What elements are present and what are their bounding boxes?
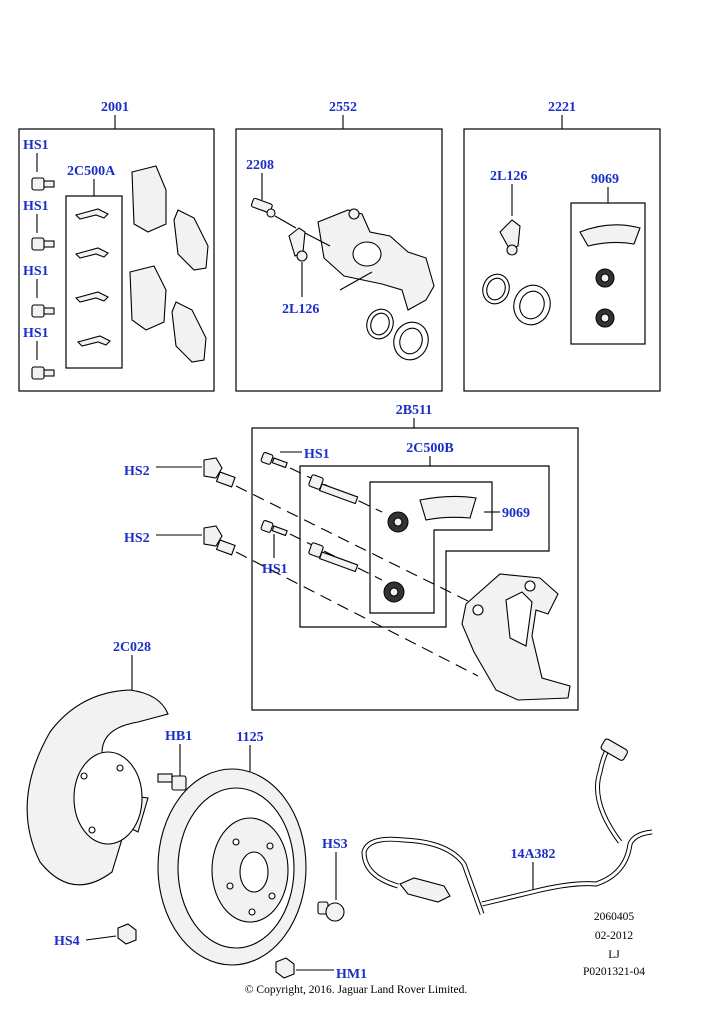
label-14a382: 14A382 xyxy=(510,847,555,862)
copyright-notice: © Copyright, 2016. Jaguar Land Rover Lim… xyxy=(245,984,468,996)
label-hs1-f: HS1 xyxy=(262,562,288,577)
diagram-code: 2060405 xyxy=(594,911,635,923)
bolt-hs1-b xyxy=(31,237,55,251)
bolt-hs2-a xyxy=(203,457,236,488)
caliper-carrier-bracket xyxy=(461,573,571,701)
kit-2001-group: 2001 HS1 HS1 HS1 HS1 2C500A xyxy=(18,100,215,392)
splash-shield-group: 2C028 HS4 xyxy=(26,640,169,949)
piston-seals-2552 xyxy=(366,308,429,361)
bolt-hb1 xyxy=(157,773,187,791)
diagram-initials: LJ xyxy=(608,949,620,961)
brake-disc-group: 1125 xyxy=(157,730,307,966)
grease-kit-9069-a xyxy=(579,224,641,328)
diagram-date: 02-2012 xyxy=(595,930,634,942)
label-1125: 1125 xyxy=(236,730,263,745)
bolt-hs1-c xyxy=(31,304,55,318)
box-9069-a xyxy=(570,202,646,345)
label-2208: 2208 xyxy=(246,158,274,173)
bolt-hs3 xyxy=(317,901,345,922)
carrier-2b511-group: 2B511 HS2 HS2 HS1 HS1 2C500B xyxy=(124,403,579,711)
bolt-hs4 xyxy=(117,923,137,945)
clips-2c500a xyxy=(74,208,111,347)
label-hs2-b: HS2 xyxy=(124,531,150,546)
wear-sensor-connector xyxy=(600,738,628,761)
label-2001: 2001 xyxy=(101,100,129,115)
label-9069-a: 9069 xyxy=(591,172,619,187)
box-2b511 xyxy=(251,427,579,711)
label-2b511: 2B511 xyxy=(396,403,433,418)
box-2c500a xyxy=(65,195,123,369)
label-2221: 2221 xyxy=(548,100,576,115)
box-2c500b xyxy=(299,465,550,628)
label-2l126-b: 2L126 xyxy=(490,169,527,184)
bolt-hs1-e xyxy=(260,452,288,469)
label-hb1: HB1 xyxy=(165,729,192,744)
grease-kit-9069-b xyxy=(383,495,477,603)
box-9069-b xyxy=(369,481,493,614)
fastener-hm1 xyxy=(275,957,295,979)
wear-sensor-group: 14A382 xyxy=(361,738,653,915)
wear-sensor-probe xyxy=(399,877,451,903)
guide-bracket-2552 xyxy=(288,227,308,262)
label-hs2-a: HS2 xyxy=(124,464,150,479)
label-2c500b: 2C500B xyxy=(406,441,453,456)
piston-seals-2221 xyxy=(482,273,551,326)
bolt-hs1-f xyxy=(260,520,288,537)
box-2001 xyxy=(18,128,215,392)
label-hs1-d: HS1 xyxy=(23,326,49,341)
label-9069-b: 9069 xyxy=(502,506,530,521)
label-hs1-b: HS1 xyxy=(23,199,49,214)
label-hm1: HM1 xyxy=(336,967,367,982)
label-2c500a: 2C500A xyxy=(67,164,116,179)
box-2552 xyxy=(235,128,443,392)
label-2552: 2552 xyxy=(329,100,357,115)
brake-pads-2001 xyxy=(129,165,209,363)
hm1-group: HM1 xyxy=(275,957,367,982)
box-2221 xyxy=(463,128,661,392)
bolt-hs2-b xyxy=(203,525,236,556)
kit-2221-group: 2221 2L126 9069 xyxy=(463,100,661,392)
bolt-hs1-d xyxy=(31,366,55,380)
bleed-screw-2208 xyxy=(250,197,276,218)
label-2c028: 2C028 xyxy=(113,640,151,655)
label-hs3: HS3 xyxy=(322,837,348,852)
label-2l126-a: 2L126 xyxy=(282,302,319,317)
label-hs1-a: HS1 xyxy=(23,138,49,153)
guide-bracket-2221 xyxy=(499,219,521,256)
caliper-body xyxy=(317,208,435,311)
bolt-hb1-group: HB1 xyxy=(157,729,192,791)
label-hs1-e: HS1 xyxy=(304,447,330,462)
label-hs1-c: HS1 xyxy=(23,264,49,279)
label-hs4: HS4 xyxy=(54,934,80,949)
caliper-2552-group: 2552 2208 2L126 xyxy=(235,100,443,392)
bolt-hs1-a xyxy=(31,177,55,191)
guide-pins-2c500b xyxy=(308,474,359,573)
bolt-hs3-group: HS3 xyxy=(317,837,348,922)
diagram-reference: P0201321-04 xyxy=(583,966,645,978)
